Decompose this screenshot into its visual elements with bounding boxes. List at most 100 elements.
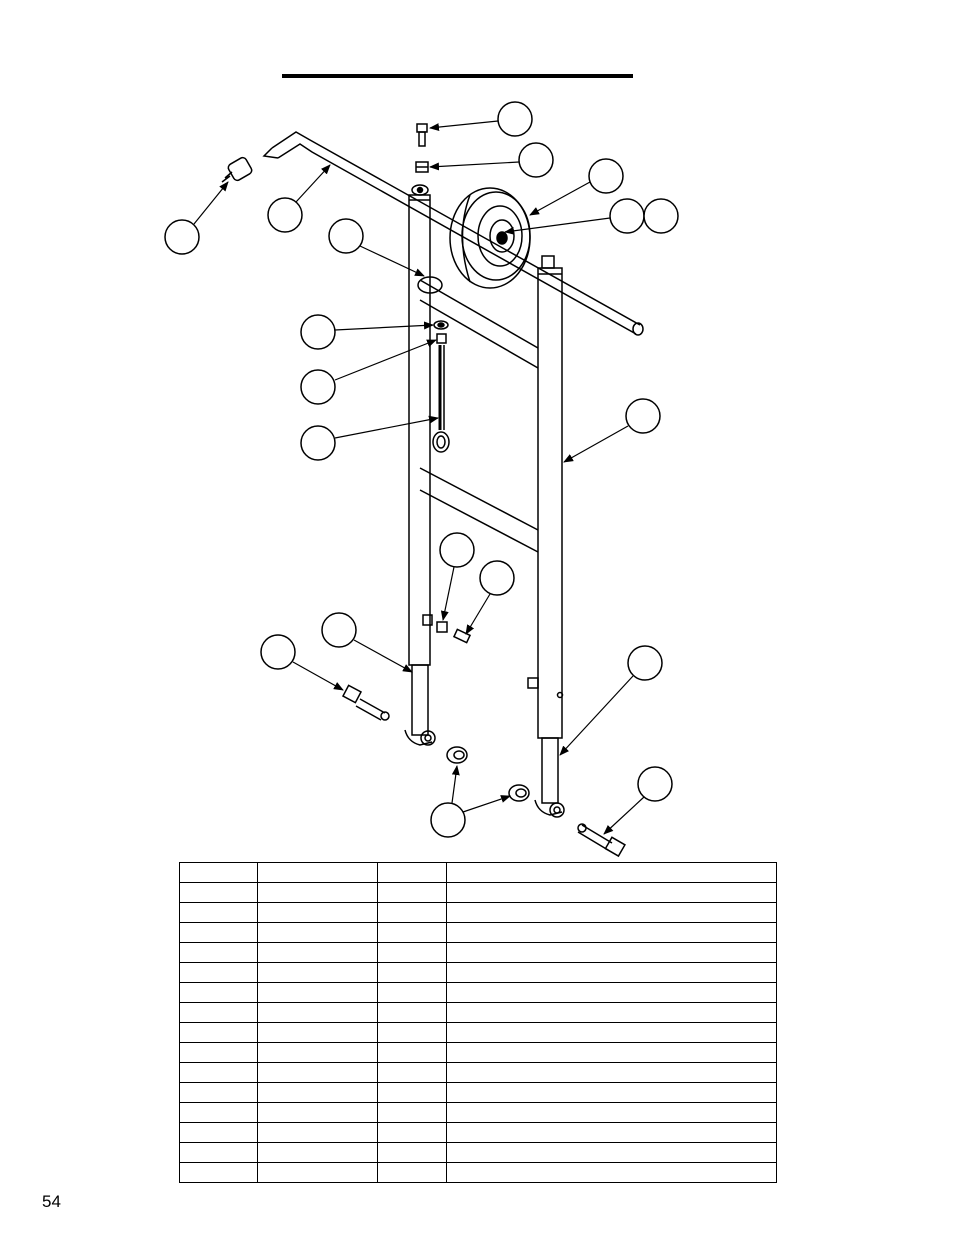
callout-balloon xyxy=(518,142,554,178)
table-row xyxy=(179,1042,777,1063)
callout-balloon xyxy=(609,198,645,234)
leader-line xyxy=(429,161,520,171)
callout-balloon xyxy=(300,425,336,461)
leader-line xyxy=(559,675,634,756)
callout-balloon xyxy=(300,369,336,405)
table-cell xyxy=(257,862,378,883)
table-row xyxy=(179,1082,777,1103)
table-cell xyxy=(179,1162,258,1183)
page-number: 54 xyxy=(42,1192,61,1211)
table-cell xyxy=(446,902,777,923)
lock-nut-left xyxy=(446,746,468,764)
callout-balloon xyxy=(300,314,336,350)
table-cell xyxy=(179,1122,258,1143)
leader-line xyxy=(462,795,511,813)
leader-line xyxy=(359,245,425,277)
table-row xyxy=(179,1022,777,1043)
table-cell xyxy=(446,982,777,1003)
leader-line xyxy=(504,217,611,235)
leader-line xyxy=(292,661,344,691)
table-cell xyxy=(179,1002,258,1023)
table-cell xyxy=(446,942,777,963)
table-cell xyxy=(257,1042,378,1063)
table-cell xyxy=(257,982,378,1003)
table-cell xyxy=(257,1122,378,1143)
table-cell xyxy=(446,1002,777,1023)
table-cell xyxy=(179,1062,258,1083)
table-cell xyxy=(377,1062,447,1083)
callout-balloon xyxy=(164,219,200,255)
table-cell xyxy=(377,1142,447,1163)
table-cell xyxy=(179,942,258,963)
eye-bolt xyxy=(432,345,450,453)
leader-line xyxy=(429,120,499,132)
nut-top xyxy=(415,161,429,173)
table-cell xyxy=(446,1062,777,1083)
table-cell xyxy=(179,862,258,883)
grip-cap xyxy=(221,156,253,183)
table-cell xyxy=(377,882,447,903)
washer xyxy=(433,320,449,330)
table-cell xyxy=(377,902,447,923)
wheel xyxy=(449,187,531,289)
lower-cross-member xyxy=(419,467,539,553)
table-cell xyxy=(377,1002,447,1023)
table-cell xyxy=(446,962,777,983)
table-cell xyxy=(377,922,447,943)
table-cell xyxy=(377,1082,447,1103)
callout-balloon xyxy=(643,198,679,234)
table-cell xyxy=(257,1062,378,1083)
table-cell xyxy=(446,1022,777,1043)
table-cell xyxy=(179,902,258,923)
table-row xyxy=(179,1102,777,1123)
callout-balloon xyxy=(627,645,663,681)
leader-line xyxy=(603,796,645,835)
table-row xyxy=(179,922,777,943)
table-cell xyxy=(257,882,378,903)
table-cell xyxy=(257,1142,378,1163)
upper-cross-member xyxy=(417,276,539,369)
table-cell xyxy=(179,962,258,983)
exploded-parts-diagram xyxy=(164,101,679,858)
small-bolt-left xyxy=(452,628,472,644)
table-cell xyxy=(257,962,378,983)
leader-line xyxy=(193,181,229,225)
callout-balloon xyxy=(637,766,673,802)
callout-balloon xyxy=(588,158,624,194)
table-cell xyxy=(377,1022,447,1043)
table-cell xyxy=(179,1042,258,1063)
table-cell xyxy=(377,862,447,883)
table-cell xyxy=(446,1082,777,1103)
table-cell xyxy=(377,1122,447,1143)
table-row xyxy=(179,902,777,923)
table-cell xyxy=(257,1162,378,1183)
table-cell xyxy=(257,1082,378,1103)
table-cell xyxy=(179,1142,258,1163)
table-cell xyxy=(446,922,777,943)
handle-bar xyxy=(262,131,644,336)
table-cell xyxy=(446,1042,777,1063)
table-row xyxy=(179,982,777,1003)
leader-line xyxy=(334,415,439,439)
parts-table-body xyxy=(179,862,777,1183)
table-cell xyxy=(446,882,777,903)
title-rule xyxy=(282,74,633,78)
table-row xyxy=(179,1062,777,1083)
leader-line xyxy=(440,566,455,621)
table-cell xyxy=(257,1022,378,1043)
table-row xyxy=(179,942,777,963)
left-lower-tube xyxy=(404,664,436,746)
leader-line xyxy=(529,181,591,216)
table-cell xyxy=(377,1162,447,1183)
table-row xyxy=(179,1122,777,1143)
table-row xyxy=(179,962,777,983)
table-cell xyxy=(179,1102,258,1123)
table-cell xyxy=(179,882,258,903)
cap-screw-top xyxy=(416,123,428,147)
table-cell xyxy=(257,942,378,963)
table-cell xyxy=(179,982,258,1003)
callout-balloon xyxy=(321,612,357,648)
long-bolt-left xyxy=(341,684,390,721)
long-bolt-right xyxy=(577,823,626,858)
table-row xyxy=(179,1002,777,1023)
